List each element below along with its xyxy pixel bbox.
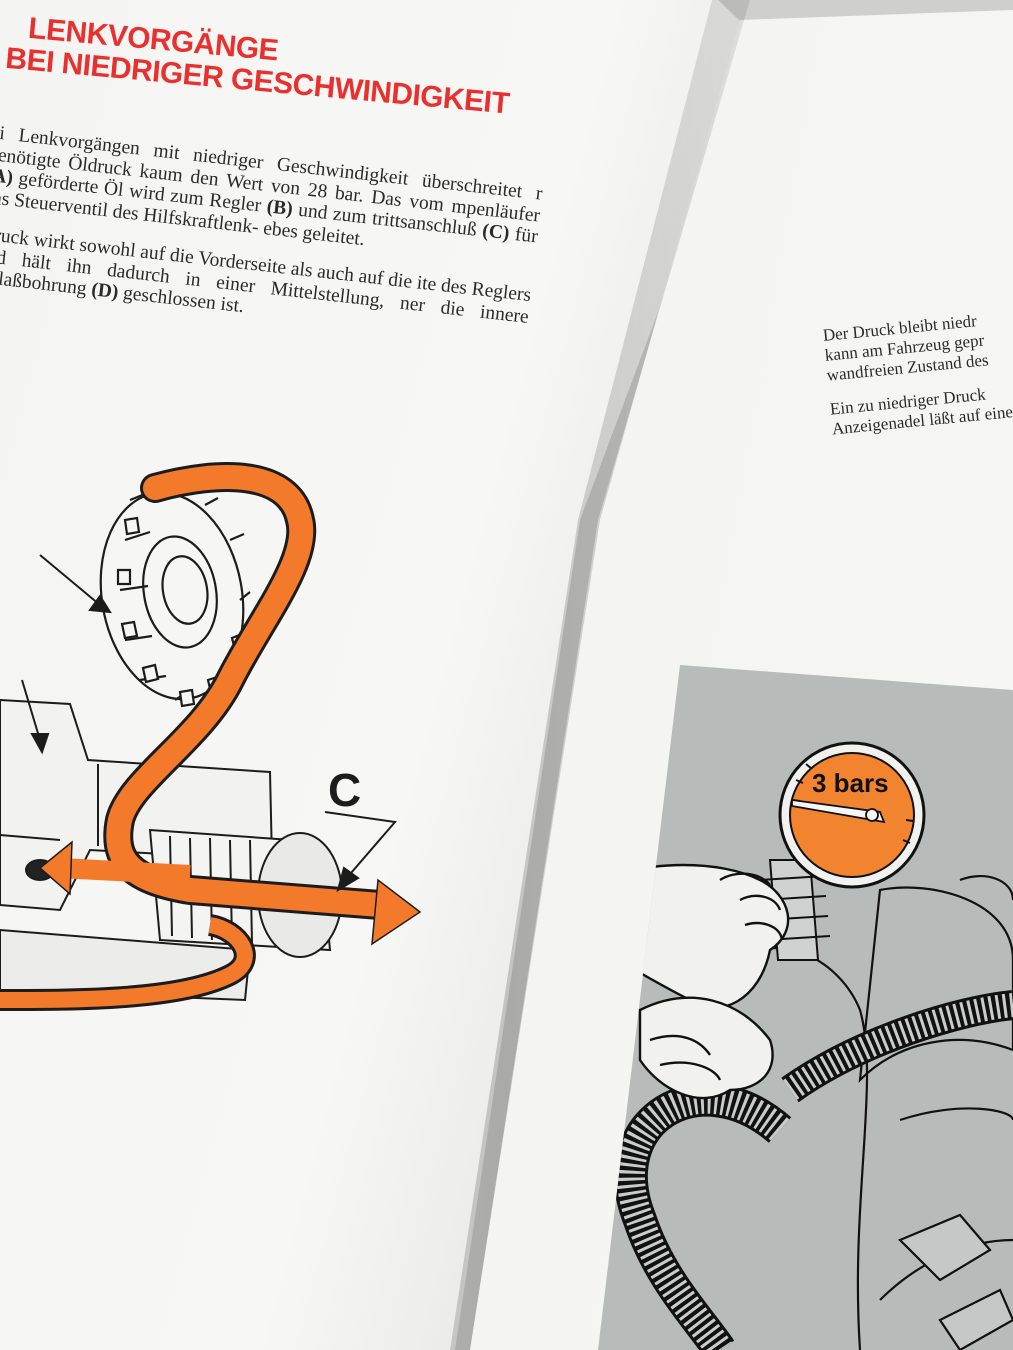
pressure-gauge: 3 bars bbox=[778, 741, 926, 889]
pointer-arrows bbox=[21, 554, 397, 893]
diagram-label-c: C bbox=[328, 764, 361, 816]
gauge-label: 3 bars bbox=[812, 768, 889, 798]
pump-rotor bbox=[99, 474, 251, 708]
hose bbox=[613, 990, 1013, 1350]
oil-flow-path bbox=[0, 462, 422, 1011]
